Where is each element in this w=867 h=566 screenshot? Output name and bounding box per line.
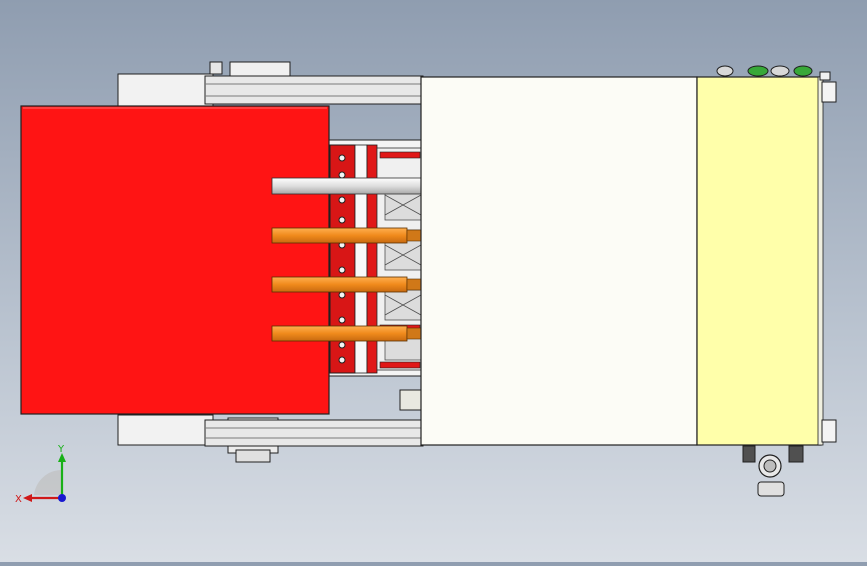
z-axis-dot bbox=[58, 494, 66, 502]
axis-triad: Y X bbox=[15, 444, 66, 505]
top-connectors bbox=[716, 65, 831, 81]
x-axis-label: X bbox=[15, 494, 22, 505]
frame-rail-bottom bbox=[204, 419, 424, 447]
yellow-control-box[interactable] bbox=[696, 76, 824, 446]
frame-rail-top bbox=[204, 75, 424, 105]
bottom-connectors bbox=[742, 445, 804, 497]
y-axis-arrow bbox=[58, 453, 66, 462]
x-axis-arrow bbox=[23, 494, 32, 502]
triad-plane bbox=[34, 469, 62, 495]
y-axis-label: Y bbox=[57, 444, 65, 455]
rods bbox=[271, 177, 424, 342]
red-cover[interactable] bbox=[20, 105, 330, 415]
right-fittings bbox=[821, 81, 837, 443]
silver-rod bbox=[271, 177, 423, 195]
mount-bolts bbox=[338, 154, 346, 364]
bracket bbox=[399, 389, 423, 411]
orange-rod-2 bbox=[271, 276, 424, 293]
orange-rod-3 bbox=[271, 325, 424, 342]
white-housing[interactable] bbox=[420, 76, 698, 446]
orange-rod-1 bbox=[271, 227, 424, 244]
